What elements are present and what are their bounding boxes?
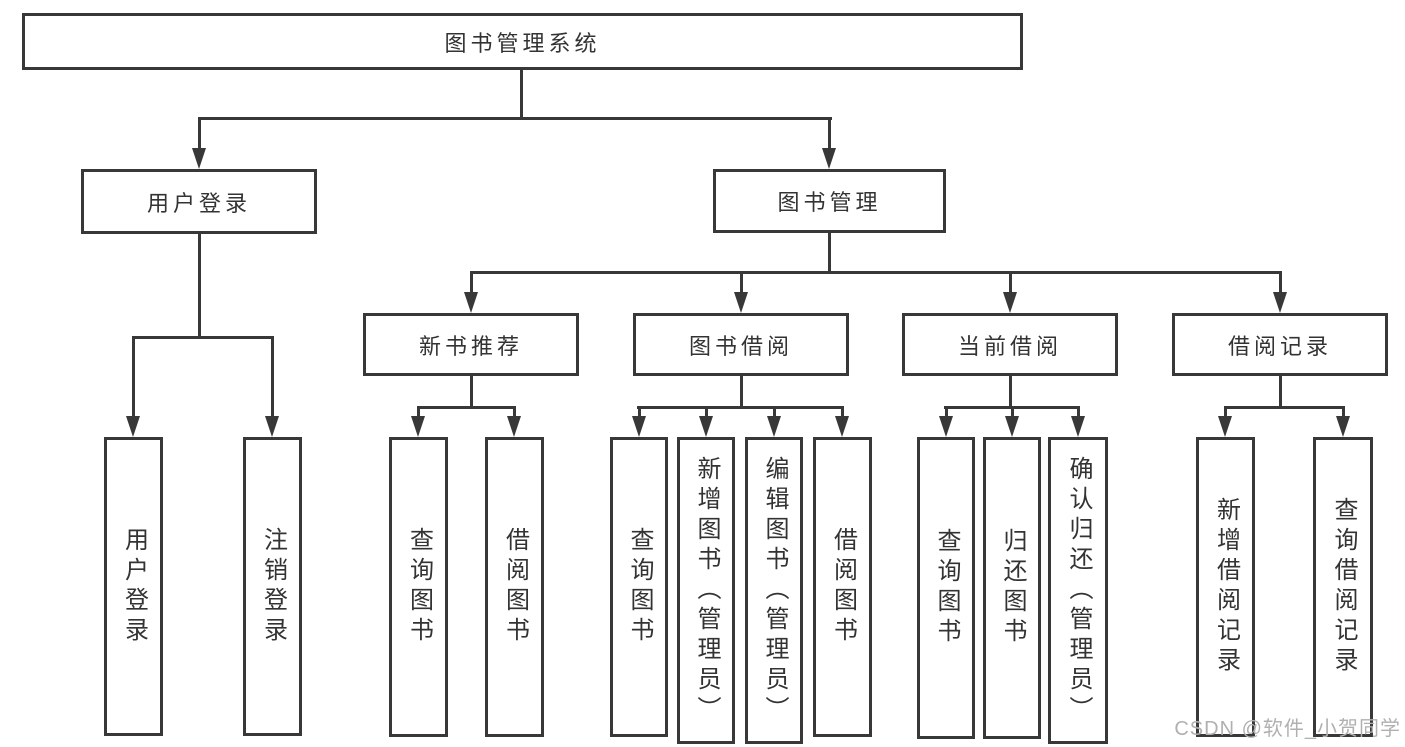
node-book-management: 图书管理: [713, 169, 946, 233]
connector-line: [1224, 406, 1345, 409]
leaf-borrow-books: 借阅图书: [813, 437, 872, 737]
node-borrowing-records: 借阅记录: [1172, 313, 1388, 376]
connector-line: [197, 117, 832, 120]
arrowhead-icon: [411, 416, 425, 437]
connector-line: [739, 271, 743, 295]
leaf-logout: 注销登录: [243, 437, 302, 736]
arrowhead-icon: [766, 416, 781, 437]
arrowhead-icon: [1335, 416, 1350, 437]
connector-line: [772, 406, 776, 419]
connector-line: [1278, 271, 1282, 295]
connector-line: [469, 375, 473, 408]
arrowhead-icon: [1272, 292, 1287, 313]
arrowhead-icon: [1218, 416, 1232, 437]
node-new-book-recommendation: 新书推荐: [363, 313, 579, 376]
arrowhead-icon: [822, 148, 836, 169]
connector-line: [197, 233, 201, 338]
node-current-borrowing: 当前借阅: [902, 313, 1118, 376]
connector-line: [1224, 406, 1227, 419]
leaf-borrow-books-recommend: 借阅图书: [485, 437, 544, 737]
arrowhead-icon: [1002, 292, 1017, 313]
connector-line: [1278, 375, 1282, 408]
arrowhead-icon: [835, 416, 849, 437]
leaf-user-login: 用户登录: [104, 437, 163, 736]
connector-line: [1076, 406, 1080, 419]
connector-line: [417, 406, 516, 409]
leaf-edit-books-admin: 编辑图书（管理员）: [745, 437, 803, 744]
connector-line: [828, 232, 831, 273]
arrowhead-icon: [265, 416, 279, 437]
connector-line: [704, 406, 708, 419]
node-book-management-system: 图书管理系统: [22, 13, 1023, 70]
leaf-confirm-return-admin: 确认归还（管理员）: [1048, 437, 1108, 744]
connector-line: [1341, 406, 1345, 419]
leaf-query-books-borrow: 查询图书: [610, 437, 668, 737]
node-book-borrowing: 图书借阅: [633, 313, 849, 376]
connector-line: [132, 336, 135, 419]
arrowhead-icon: [698, 416, 713, 437]
connector-line: [417, 406, 420, 419]
arrowhead-icon: [507, 416, 521, 437]
connector-line: [637, 406, 641, 419]
connector-line: [739, 375, 743, 408]
arrowhead-icon: [1004, 416, 1019, 437]
arrowhead-icon: [463, 292, 478, 313]
node-user-login: 用户登录: [81, 169, 317, 234]
leaf-query-books-recommend: 查询图书: [389, 437, 448, 737]
arrowhead-icon: [1070, 416, 1085, 437]
connector-line: [469, 271, 473, 295]
arrowhead-icon: [631, 416, 646, 437]
connector-line: [519, 69, 523, 119]
connector-line: [637, 406, 844, 409]
connector-line: [1008, 375, 1012, 408]
leaf-add-borrow-record: 新增借阅记录: [1196, 437, 1255, 737]
connector-line: [828, 117, 831, 151]
connector-line: [132, 336, 274, 339]
arrowhead-icon: [733, 292, 748, 313]
connector-line: [841, 406, 844, 419]
watermark-text: CSDN @软件_小贺同学: [1174, 718, 1401, 740]
leaf-add-books-admin: 新增图书（管理员）: [677, 437, 735, 744]
connector-line: [513, 406, 516, 419]
arrowhead-icon: [938, 416, 953, 437]
arrowhead-icon: [191, 148, 206, 169]
connector-line: [944, 406, 948, 419]
connector-line: [197, 117, 201, 151]
connector-line: [271, 336, 274, 419]
connector-line: [1008, 271, 1012, 295]
leaf-query-books-current: 查询图书: [917, 437, 975, 739]
leaf-query-borrow-record: 查询借阅记录: [1313, 437, 1373, 737]
connector-line: [469, 271, 1282, 274]
leaf-return-books: 归还图书: [983, 437, 1041, 739]
arrowhead-icon: [126, 416, 140, 437]
connector-line: [1010, 406, 1014, 419]
